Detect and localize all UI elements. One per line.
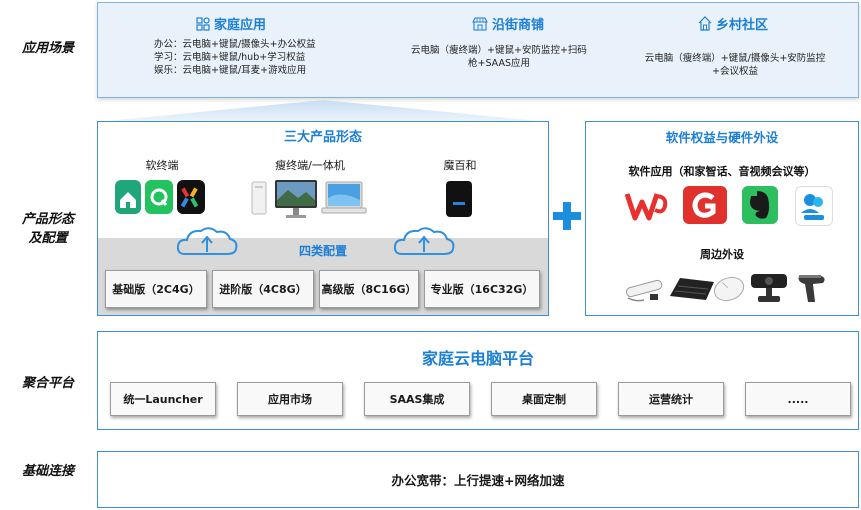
config-advanced: 进阶版（4C8G） [212,270,314,308]
scenario-line: 娱乐：云电脑+键鼠/耳麦+游戏应用 [154,65,307,76]
scenario-line: 学习：云电脑+键鼠/hub+学习权益 [154,52,306,63]
wps-app-icon [625,186,669,224]
config-high: 高级版（8C16G） [319,270,419,308]
platform-item-desktop-custom: 桌面定制 [491,382,597,416]
apps-grid-icon [196,16,210,31]
usb-hub-image [622,272,668,306]
evernote-app-icon [742,186,778,224]
home-app-icon [115,180,141,214]
scenario-shop-title: 沿街商铺 [492,18,545,33]
mobox-device-image [444,180,474,218]
q-app-icon [145,180,173,214]
scenario-home-lines: 办公：云电脑+键鼠/摄像头+办公权益 学习：云电脑+键鼠/hub+学习权益 娱乐… [154,38,316,77]
keyboard-image [668,272,716,304]
colorful-app-icon [177,180,205,214]
software-title: 软件应用（和家智话、音视频会议等） [628,165,816,178]
scenario-village-title: 乡村社区 [716,18,769,33]
scenario-line: 办公：云电脑+键鼠/摄像头+办公权益 [154,39,316,50]
village-house-icon [698,16,712,31]
row-label-product-form: 产品形态及配置 [8,210,88,248]
plus-icon: + [552,200,582,232]
storefront-icon [472,16,488,31]
platform-item-saas: SAAS集成 [364,382,470,416]
platform-item-app-market: 应用市场 [237,382,343,416]
config-title: 四类配置 [298,244,347,258]
cloud-sync-icon [175,224,239,258]
scenario-line: 云电脑（瘦终端）+键鼠+安防监控+扫码 [411,45,587,56]
row-label-product-form-text: 产品形态及配置 [21,212,74,246]
connector-beam [97,98,549,122]
g-app-icon [683,186,727,224]
row-label-aggregation: 聚合平台 [21,376,74,391]
mobox-label: 魔百和 [443,159,477,172]
platform-item-more: ..... [745,382,851,416]
webcam-image [748,270,790,306]
scenario-shop-lines: 云电脑（瘦终端）+键鼠+安防监控+扫码 枪+SAAS应用 [404,44,594,70]
config-basic: 基础版（2C4G） [105,270,207,308]
scenario-line: 枪+SAAS应用 [468,58,530,69]
thin-terminal-label: 瘦终端/一体机 [275,159,345,172]
platform-panel [97,331,859,430]
platform-item-ops-stats: 运营统计 [618,382,724,416]
platform-item-launcher: 统一Launcher [110,382,216,416]
soft-terminal-label: 软终端 [145,159,179,172]
extras-title: 软件权益与硬件外设 [665,130,779,145]
config-pro: 专业版（16C32G） [424,270,540,308]
scenario-shop: 沿街商铺 [472,14,544,33]
cloud-sync-icon [392,224,456,258]
connect-text: 办公宽带：上行提速+网络加速 [391,473,565,488]
products-title: 三大产品形态 [283,130,362,145]
barcode-scanner-image [795,270,831,306]
connect-panel [97,451,859,508]
peripherals-title: 周边外设 [700,248,744,261]
scenario-village: 乡村社区 [698,14,768,33]
row-label-scenarios: 应用场景 [21,41,74,56]
thin-client-box-image [249,180,271,216]
scenario-line: +会议权益 [712,66,758,77]
scenario-home: 家庭应用 [196,14,266,33]
scenario-line: 云电脑（瘦终端）+键鼠/摄像头+安防监控 [644,53,826,64]
platform-title: 家庭云电脑平台 [421,349,534,368]
contacts-app-icon [795,186,833,226]
scenario-village-lines: 云电脑（瘦终端）+键鼠/摄像头+安防监控 +会议权益 [640,52,830,78]
laptop-device-image [321,180,367,218]
scenario-home-title: 家庭应用 [214,18,267,33]
row-label-basic-connect: 基础连接 [21,464,74,479]
all-in-one-monitor-image [274,178,318,220]
mouse-image [712,272,746,304]
